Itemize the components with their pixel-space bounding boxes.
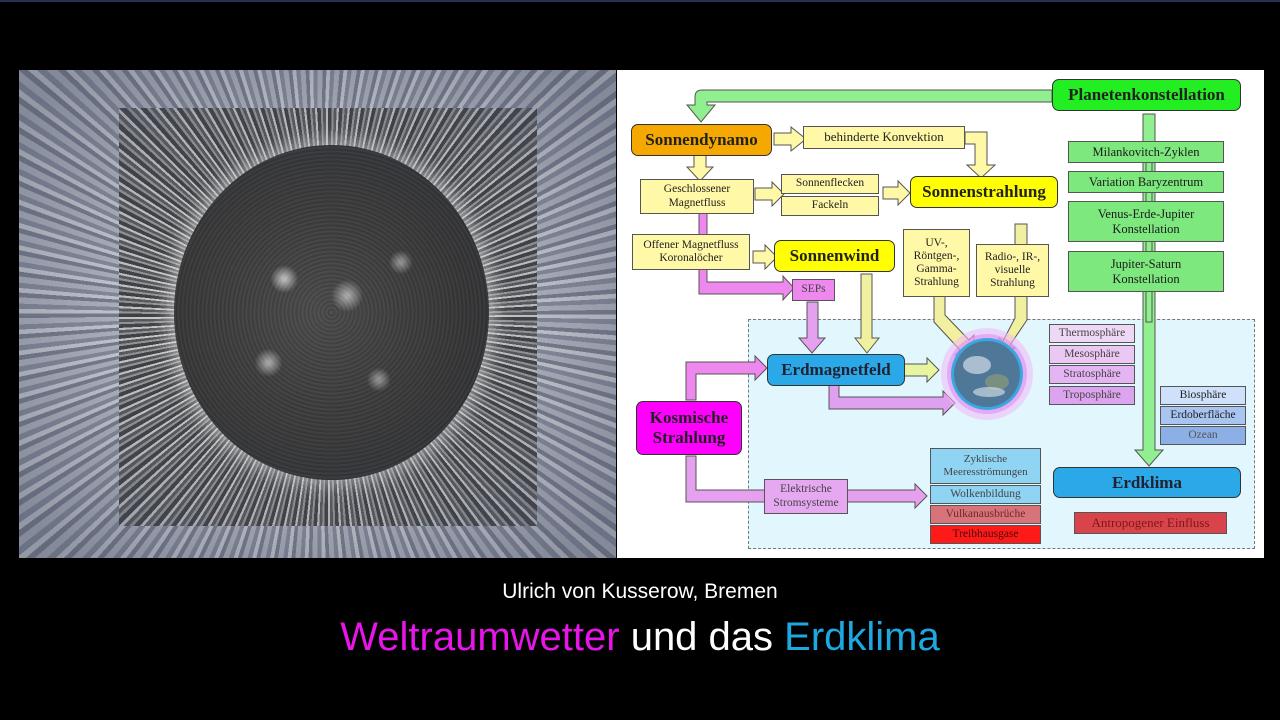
sonnenstrahlung-box: Sonnenstrahlung — [910, 176, 1058, 208]
jupiter-line2: Konstellation — [1112, 271, 1180, 286]
process-treibhausgase: Treibhausgase — [930, 525, 1041, 544]
radio-line2: visuelle — [994, 263, 1031, 276]
venus-erde-jupiter-box: Venus-Erde-Jupiter Konstellation — [1068, 201, 1224, 242]
atmosphere-layer-thermosphaere: Thermosphäre — [1049, 324, 1135, 343]
venus-line2: Konstellation — [1112, 221, 1180, 236]
radio-strahlung-box: Radio-, IR-, visuelle Strahlung — [976, 244, 1049, 297]
venus-line1: Venus-Erde-Jupiter — [1097, 207, 1195, 222]
earth-globe-icon — [954, 341, 1020, 407]
sun-inner-frame — [119, 108, 537, 526]
title-erdklima: Erdklima — [784, 615, 940, 659]
radio-line1: Radio-, IR-, — [984, 250, 1041, 263]
atmosphere-layer-troposphaere: Troposphäre — [1049, 386, 1135, 405]
uv-line2: Röntgen-, — [913, 249, 960, 262]
antropogener-einfluss-box: Antropogener Einfluss — [1074, 512, 1227, 534]
offener-magnetfluss-box: Offener Magnetfluss Koronalöcher — [632, 234, 750, 270]
jupiter-line1: Jupiter-Saturn — [1110, 257, 1182, 272]
offener-line2: Koronalöcher — [659, 252, 723, 264]
surface-biosphaere: Biosphäre — [1160, 386, 1246, 405]
slide-title: Weltraumwetter und das Erdklima — [0, 615, 1280, 660]
fackeln-box: Fackeln — [781, 196, 879, 216]
atmosphere-layer-mesosphaere: Mesosphäre — [1049, 345, 1135, 364]
sun-corona-image — [19, 70, 616, 558]
planetenkonstellation-box: Planetenkonstellation — [1052, 79, 1241, 111]
behinderte-konvektion-box: behinderte Konvektion — [803, 126, 965, 149]
top-border-line — [0, 0, 1280, 2]
kosmische-line2: Strahlung — [652, 428, 726, 447]
jupiter-saturn-box: Jupiter-Saturn Konstellation — [1068, 251, 1224, 292]
geschlossener-magnetfluss-box: Geschlossener Magnetfluss — [640, 179, 754, 214]
climate-diagram: Sonnendynamo behinderte Konvektion Gesch… — [617, 70, 1264, 558]
process-wolkenbildung: Wolkenbildung — [930, 485, 1041, 504]
elektrische-line1: Elektrische — [780, 483, 832, 496]
radio-line3: Strahlung — [990, 277, 1035, 290]
offener-line1: Offener Magnetfluss — [643, 238, 739, 251]
uv-strahlung-box: UV-, Röntgen-, Gamma- Strahlung — [903, 229, 970, 297]
uv-line3: Gamma- — [916, 263, 957, 275]
geschlossener-line2: Magnetfluss — [668, 196, 726, 209]
process-meeresstroemungen: Zyklische Meeresströmungen — [930, 448, 1041, 484]
title-connector: und das — [619, 615, 785, 659]
baryzentrum-box: Variation Baryzentrum — [1068, 171, 1224, 193]
uv-line1: UV-, — [925, 236, 948, 249]
surface-erdoberflaeche: Erdoberfläche — [1160, 406, 1246, 425]
erdklima-box: Erdklima — [1053, 467, 1241, 498]
sonnenflecken-box: Sonnenflecken — [781, 174, 879, 194]
seps-box: SEPs — [792, 279, 835, 301]
sonnenwind-box: Sonnenwind — [774, 240, 895, 272]
process-vulkanausbrueche: Vulkanausbrüche — [930, 505, 1041, 524]
kosmische-line1: Kosmische — [649, 408, 729, 428]
erdmagnetfeld-box: Erdmagnetfeld — [767, 354, 905, 386]
sonnendynamo-box: Sonnendynamo — [631, 124, 772, 156]
kosmische-strahlung-box: Kosmische Strahlung — [636, 401, 742, 455]
title-weltraumwetter: Weltraumwetter — [340, 615, 620, 659]
atmosphere-layer-stratosphaere: Stratosphäre — [1049, 365, 1135, 384]
author-line: Ulrich von Kusserow, Bremen — [502, 580, 778, 603]
uv-line4: Strahlung — [914, 276, 959, 289]
sun-disk — [174, 145, 489, 480]
milankovitch-box: Milankovitch-Zyklen — [1068, 141, 1224, 163]
elektrische-line2: Stromsysteme — [773, 496, 839, 509]
geschlossener-line1: Geschlossener — [663, 183, 731, 196]
elektrische-stromsysteme-box: Elektrische Stromsysteme — [764, 479, 848, 514]
surface-ozean: Ozean — [1160, 426, 1246, 445]
